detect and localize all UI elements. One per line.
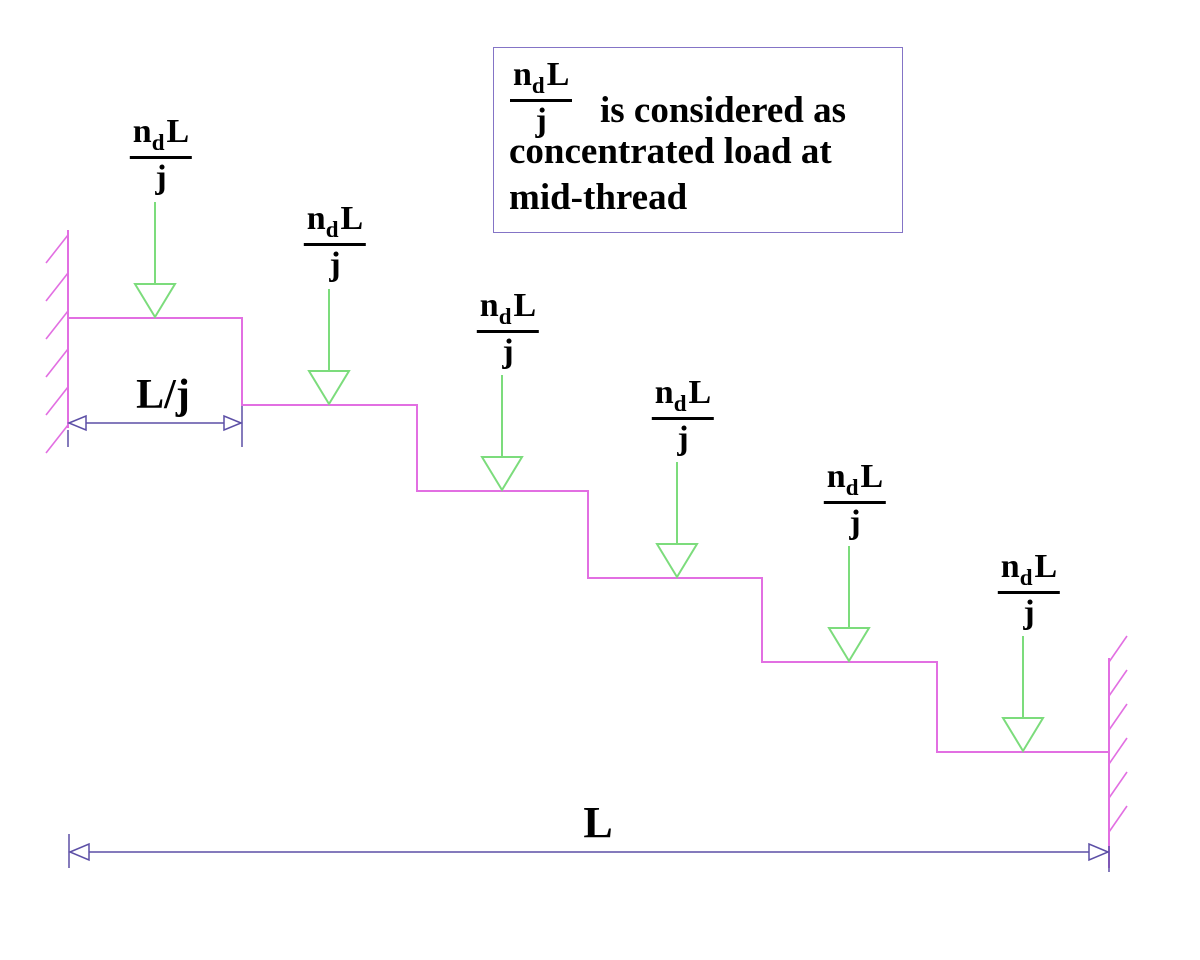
fraction-base: n <box>132 113 152 150</box>
step-width-dimension <box>67 406 243 447</box>
hatch-stroke <box>1108 669 1128 697</box>
fraction-factor: L <box>1034 548 1058 585</box>
fraction-denominator: j <box>502 332 514 370</box>
fraction-base: n <box>479 287 499 324</box>
step-width-dimension-label: L/j <box>136 372 190 418</box>
fraction-numerator: ndL <box>651 374 715 420</box>
total-span-dimension <box>68 834 1110 872</box>
fraction-numerator: ndL <box>510 56 573 102</box>
left-arrowhead-icon <box>68 842 90 862</box>
fraction-denominator: j <box>155 158 167 196</box>
fraction-factor: L <box>166 113 190 150</box>
load-arrow-2 <box>307 289 351 406</box>
fraction-denominator: j <box>1023 593 1035 631</box>
fraction-factor: L <box>688 374 712 411</box>
right-arrowhead-icon <box>223 414 243 432</box>
load-arrow-1 <box>133 202 177 319</box>
fraction-base: n <box>306 200 326 237</box>
note-load-fraction: ndL j <box>510 56 573 139</box>
hatch-stroke <box>1108 703 1128 731</box>
fraction-numerator: ndL <box>303 200 367 246</box>
note-text-line3: mid-thread <box>509 177 688 218</box>
fraction-base: n <box>513 56 532 93</box>
hatch-stroke <box>45 272 69 302</box>
hatch-stroke <box>1108 737 1128 765</box>
load-label-4: ndL j <box>651 374 715 457</box>
hatch-stroke <box>45 348 69 378</box>
right-support-hatching <box>1108 635 1128 833</box>
note-text-line1: is considered as <box>600 90 847 131</box>
fraction-base: n <box>654 374 674 411</box>
note-box: ndL j is considered as concentrated load… <box>493 47 903 233</box>
right-arrowhead-icon <box>1088 842 1110 862</box>
left-arrowhead-icon <box>67 414 87 432</box>
total-span-dimension-label: L <box>583 798 613 847</box>
fraction-subscript: d <box>845 474 859 500</box>
hatch-stroke <box>1108 805 1128 833</box>
fraction-subscript: d <box>325 216 339 242</box>
staircase-path <box>68 317 1109 753</box>
load-label-2: ndL j <box>303 200 367 283</box>
down-arrowhead-icon <box>1001 717 1045 753</box>
fraction-subscript: d <box>1019 564 1033 590</box>
load-arrow-6 <box>1001 636 1045 753</box>
note-text-line2: concentrated load at <box>509 131 832 172</box>
fraction-denominator: j <box>535 101 547 139</box>
fraction-factor: L <box>860 458 884 495</box>
fraction-subscript: d <box>151 129 165 155</box>
fraction-denominator: j <box>677 419 689 457</box>
fraction-subscript: d <box>531 72 545 98</box>
hatch-stroke <box>45 424 69 454</box>
hatch-stroke <box>1108 771 1128 799</box>
load-arrow-4 <box>655 462 699 579</box>
fraction-subscript: d <box>673 390 687 416</box>
down-arrowhead-icon <box>827 627 871 663</box>
fraction-numerator: ndL <box>476 287 540 333</box>
hatch-stroke <box>45 310 69 340</box>
fraction-numerator: ndL <box>823 458 887 504</box>
down-arrowhead-icon <box>655 543 699 579</box>
down-arrowhead-icon <box>307 370 351 406</box>
fraction-base: n <box>826 458 846 495</box>
down-arrowhead-icon <box>133 283 177 319</box>
load-label-1: ndL j <box>129 113 193 196</box>
fraction-denominator: j <box>329 245 341 283</box>
load-arrow-5 <box>827 546 871 663</box>
fraction-factor: L <box>340 200 364 237</box>
fraction-numerator: ndL <box>129 113 193 159</box>
fraction-denominator: j <box>849 503 861 541</box>
load-label-3: ndL j <box>476 287 540 370</box>
left-support-hatching <box>45 234 69 454</box>
hatch-stroke <box>45 386 69 416</box>
fraction-factor: L <box>546 56 570 93</box>
load-label-5: ndL j <box>823 458 887 541</box>
fraction-numerator: ndL <box>997 548 1061 594</box>
hatch-stroke <box>45 234 69 264</box>
fraction-subscript: d <box>498 303 512 329</box>
down-arrowhead-icon <box>480 456 524 492</box>
fraction-factor: L <box>513 287 537 324</box>
load-arrow-3 <box>480 375 524 492</box>
load-label-6: ndL j <box>997 548 1061 631</box>
hatch-stroke <box>1108 635 1128 663</box>
fraction-base: n <box>1000 548 1020 585</box>
